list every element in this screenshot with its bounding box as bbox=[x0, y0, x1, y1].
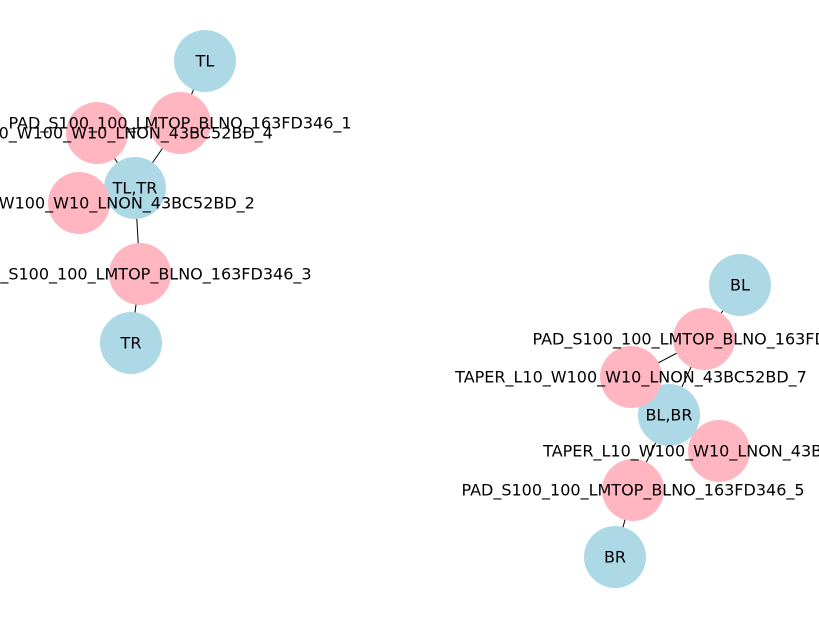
node-tap8 bbox=[688, 420, 750, 482]
labels-layer: TL TL,TR TR PAD_S100_100_LMTOP_BLNO_163FD34… bbox=[0, 52, 819, 567]
node-bl bbox=[709, 254, 771, 316]
node-label-tap4: TAPER_L10_W100_W10_LNON_43BC52BD_4 bbox=[0, 124, 273, 144]
node-pad6 bbox=[673, 308, 735, 370]
node-pad1 bbox=[149, 92, 211, 154]
node-label-tr: TR bbox=[120, 334, 142, 353]
node-label-br: BR bbox=[604, 548, 626, 567]
nodes-layer bbox=[48, 30, 771, 588]
node-label-blbr: BL,BR bbox=[645, 406, 692, 425]
node-tltr bbox=[104, 157, 166, 219]
node-label-pad1: PAD_S100_100_LMTOP_BLNO_163FD346_1 bbox=[8, 114, 351, 134]
node-pad5 bbox=[602, 459, 664, 521]
node-blbr bbox=[638, 384, 700, 446]
node-label-tltr: TL,TR bbox=[112, 179, 158, 198]
node-label-tap8: TAPER_L10_W100_W10_LNON_43BC52BD_8 bbox=[542, 442, 819, 462]
node-tap4 bbox=[66, 102, 128, 164]
node-label-tap2: TAPER_L10_W100_W10_LNON_43BC52BD_2 bbox=[0, 194, 255, 214]
node-label-pad3: PAD_S100_100_LMTOP_BLNO_163FD346_3 bbox=[0, 265, 312, 285]
node-tap7 bbox=[600, 346, 662, 408]
node-label-pad6: PAD_S100_100_LMTOP_BLNO_163FD346_6 bbox=[532, 330, 819, 350]
node-tap2 bbox=[48, 172, 110, 234]
node-label-tl: TL bbox=[195, 52, 215, 71]
node-label-pad5: PAD_S100_100_LMTOP_BLNO_163FD346_5 bbox=[461, 481, 804, 501]
node-label-bl: BL bbox=[730, 276, 750, 295]
node-br bbox=[584, 526, 646, 588]
node-pad3 bbox=[109, 243, 171, 305]
node-tl bbox=[174, 30, 236, 92]
node-label-tap7: TAPER_L10_W100_W10_LNON_43BC52BD_7 bbox=[454, 368, 807, 388]
node-tr bbox=[100, 312, 162, 374]
